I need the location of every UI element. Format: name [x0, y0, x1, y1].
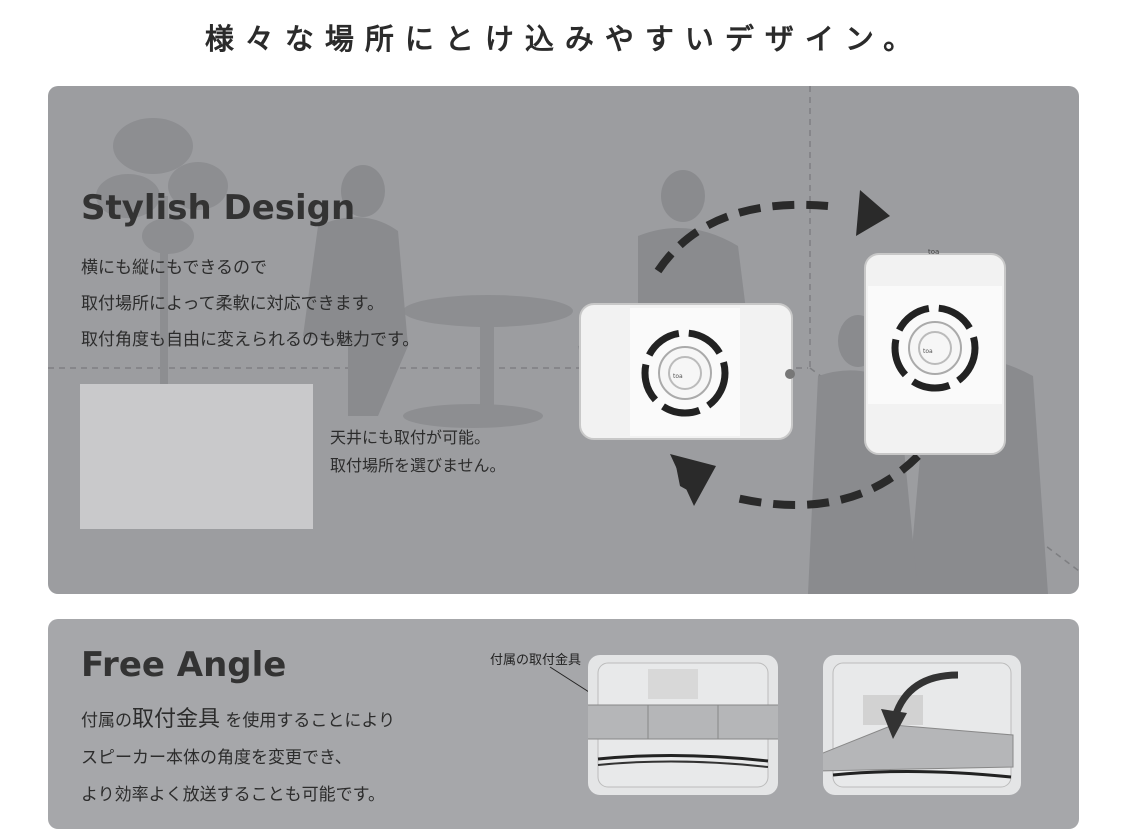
line-emphasis: 取付金具 [132, 707, 221, 732]
free-angle-title: Free Angle [81, 645, 287, 685]
rotate-arrow-icon [654, 190, 890, 274]
line-prefix: 付属の [81, 711, 132, 731]
description-line: スピーカー本体の角度を変更でき、 [81, 748, 352, 768]
speaker-top-mark: toa [928, 248, 939, 256]
stylish-design-title: Stylish Design [81, 188, 356, 228]
free-angle-description: 付属の取付金具 を使用することにより スピーカー本体の角度を変更でき、 より効率… [81, 701, 395, 814]
room-scene-illustration: toa toa toa [48, 86, 1079, 594]
plant-silhouette [96, 118, 228, 396]
bracket-photo-angled [823, 655, 1021, 795]
ceiling-mount-photo [80, 384, 313, 529]
bracket-callout-label: 付属の取付金具 [490, 653, 582, 668]
description-line: より効率よく放送することも可能です。 [81, 785, 385, 805]
speaker-vertical-image [864, 253, 1006, 455]
rotate-arrow-icon [670, 453, 921, 509]
description-line: 横にも縦にもできるので [81, 258, 267, 278]
caption-line: 取付場所を選びません。 [330, 456, 506, 475]
table-silhouette [403, 295, 573, 428]
ceiling-mount-caption: 天井にも取付が可能。 取付場所を選びません。 [330, 424, 506, 480]
speaker-horizontal-image [579, 303, 795, 440]
stylish-design-panel: toa toa toa Stylish Design 横にも縦にもできるので 取… [48, 86, 1079, 594]
description-line: 取付角度も自由に変えられるのも魅力です。 [81, 330, 420, 350]
bracket-illustration [588, 662, 778, 788]
free-angle-panel: Free Angle 付属の取付金具 を使用することにより スピーカー本体の角度… [48, 619, 1079, 829]
stylish-description: 横にも縦にもできるので 取付場所によって柔軟に対応できます。 取付角度も自由に変… [81, 250, 419, 358]
speaker-brand-mark: toa [923, 348, 933, 355]
bracket-illustration [823, 662, 1014, 788]
page-headline: 様々な場所にとけ込みやすいデザイン。 [204, 22, 924, 56]
bracket-photo-flat [588, 655, 778, 795]
line-suffix: を使用することにより [225, 711, 396, 731]
description-line: 取付場所によって柔軟に対応できます。 [81, 294, 384, 314]
speaker-brand-mark: toa [673, 373, 683, 380]
description-line: 付属の取付金具 を使用することにより [81, 701, 395, 740]
caption-line: 天井にも取付が可能。 [330, 428, 491, 447]
curved-arrow-icon [881, 671, 959, 739]
